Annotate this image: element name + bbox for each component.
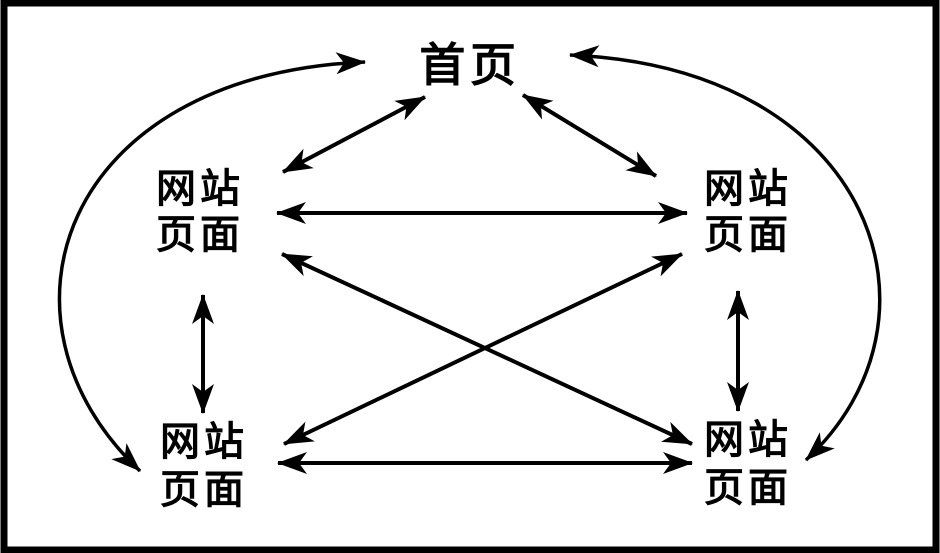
node-mid-right-label-line1: 网站 [704, 166, 792, 212]
node-home-label: 首页 [419, 38, 520, 92]
edge-home-mid-right [521, 93, 658, 178]
nodes-group: 首页 网站 页面 网站 页面 网站 页面 网站 页面 [156, 38, 792, 513]
edge-home-mid-left [282, 95, 426, 174]
node-mid-left-label-line1: 网站 [156, 166, 244, 212]
edge-home-bottom-right-curve [569, 45, 882, 462]
node-bottom-right-label-line2: 页面 [704, 465, 792, 511]
edges-group [57, 45, 882, 474]
node-bottom-left-label-line1: 网站 [160, 419, 248, 465]
node-bottom-right-label-line1: 网站 [704, 417, 792, 463]
node-mid-right-label-line2: 页面 [704, 212, 792, 258]
node-bottom-left-label-line2: 页面 [160, 467, 248, 513]
edge-home-bottom-left-curve [57, 52, 366, 473]
node-mid-left-label-line2: 页面 [156, 212, 244, 258]
